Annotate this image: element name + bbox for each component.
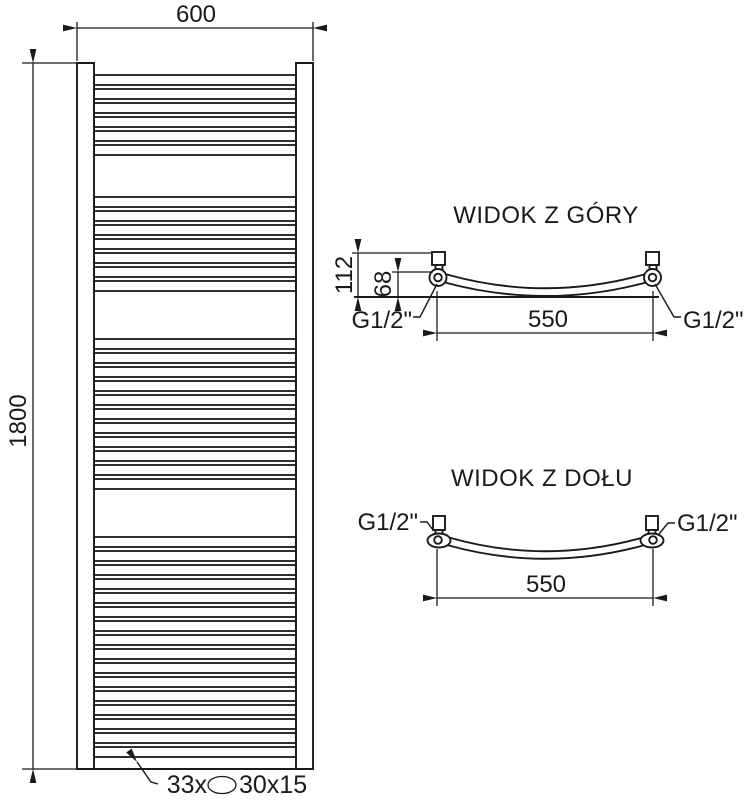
profile-size-label: 30x15 <box>239 771 307 799</box>
radiator-bar <box>93 718 297 730</box>
height-dimension-label: 1800 <box>5 394 32 447</box>
radiator-bar <box>93 450 297 462</box>
radiator-bar <box>93 648 297 660</box>
right-connection-callout: G1/2" <box>658 510 738 537</box>
left-connection-callout: G1/2" <box>357 509 434 536</box>
right-connection-label: G1/2" <box>683 307 744 334</box>
leader-line <box>413 283 438 318</box>
radiator-bar <box>93 592 297 604</box>
bottom-view-title: WIDOK Z DOŁU <box>451 465 633 492</box>
radiator-bar <box>93 252 297 264</box>
radiator-bar <box>93 102 297 114</box>
radiator-bar <box>93 74 297 86</box>
radiator-bar <box>93 704 297 716</box>
radiator-bar <box>93 578 297 590</box>
radiator-bar <box>93 366 297 378</box>
right-connection <box>643 251 662 287</box>
spacing-dimension-label: 550 <box>526 571 566 598</box>
width-dimension-label: 600 <box>176 1 216 28</box>
radiator-bar <box>93 536 297 548</box>
right-connection-callout: G1/2" <box>654 283 744 334</box>
radiator-bars <box>93 74 297 758</box>
top-view: WIDOK Z GÓRY 112 68 <box>331 202 744 341</box>
radiator-bar <box>93 130 297 142</box>
rail-curve-top-edge <box>447 536 645 553</box>
spacing-dimension: 550 <box>423 549 667 606</box>
radiator-bar <box>93 732 297 744</box>
connection-flange <box>426 532 452 549</box>
radiator-bar <box>93 88 297 100</box>
radiator-bar <box>93 338 297 350</box>
connection-thread <box>648 535 658 545</box>
rail-curve-bottom-edge <box>445 543 647 560</box>
radiator-bar <box>93 690 297 702</box>
radiator-bar <box>93 352 297 364</box>
radiator-bar <box>93 210 297 222</box>
radiator-bar <box>93 464 297 476</box>
radiator-bar <box>93 620 297 632</box>
left-connection-label: G1/2" <box>357 509 418 536</box>
left-connection <box>426 515 452 549</box>
bottom-view: WIDOK Z DOŁU G1/2" G1/2" <box>357 465 738 606</box>
width-dimension: 600 <box>63 1 327 61</box>
radiator-bar <box>93 394 297 406</box>
height-dimension: 1800 <box>5 49 77 783</box>
radiator-bar <box>93 238 297 250</box>
radiator-bar <box>93 550 297 562</box>
top-view-title: WIDOK Z GÓRY <box>453 202 639 229</box>
depth-dimension-label: 112 <box>331 256 358 294</box>
connection-flange <box>639 532 665 549</box>
left-connection <box>428 251 448 287</box>
radiator-bar <box>93 676 297 688</box>
connection-thread <box>433 535 443 545</box>
connection-thread <box>433 272 443 283</box>
radiator-bar <box>93 266 297 278</box>
radiator-bar <box>93 564 297 576</box>
radiator-bar <box>93 436 297 448</box>
radiator-bar <box>93 224 297 236</box>
radiator-bar <box>93 478 297 490</box>
right-connection <box>639 515 665 549</box>
leader-line <box>654 283 681 318</box>
valve-block <box>431 251 446 266</box>
leader-line <box>658 522 675 535</box>
radiator-bar <box>93 380 297 392</box>
axis-depth-dimension: 68 <box>370 258 433 311</box>
radiator-bar <box>93 408 297 420</box>
left-connection-callout: G1/2" <box>351 283 438 334</box>
radiator-bar <box>93 144 297 156</box>
radiator-bar <box>93 746 297 758</box>
radiator-bar <box>93 422 297 434</box>
radiator-bar <box>93 280 297 292</box>
spacing-dimension: 550 <box>423 291 667 341</box>
profile-callout: 33x 30x15 <box>126 748 307 799</box>
radiator-bar <box>93 662 297 674</box>
oval-profile-icon <box>207 775 237 795</box>
radiator-bar <box>93 116 297 128</box>
radiator-body <box>76 62 314 770</box>
connection-flange <box>428 268 448 287</box>
leader-line <box>420 521 434 531</box>
valve-block <box>645 515 659 531</box>
valve-block <box>432 515 446 531</box>
left-connection-label: G1/2" <box>351 307 412 334</box>
connection-flange <box>643 268 662 287</box>
connection-thread <box>647 272 658 283</box>
depth-dimension: 112 <box>331 239 432 311</box>
rail-curve-top-edge <box>445 273 646 290</box>
radiator-bar <box>93 634 297 646</box>
profile-count-label: 33x <box>167 771 208 799</box>
spacing-dimension-label: 550 <box>528 306 568 333</box>
front-view: 600 1800 33x 30x15 <box>5 1 327 799</box>
valve-block <box>645 251 660 266</box>
radiator-bar <box>93 196 297 208</box>
radiator-bar <box>93 606 297 618</box>
right-connection-label: G1/2" <box>677 510 738 537</box>
axis-depth-dimension-label: 68 <box>370 271 397 298</box>
leader-line <box>126 748 159 785</box>
rail-curve-bottom-edge <box>443 281 648 297</box>
